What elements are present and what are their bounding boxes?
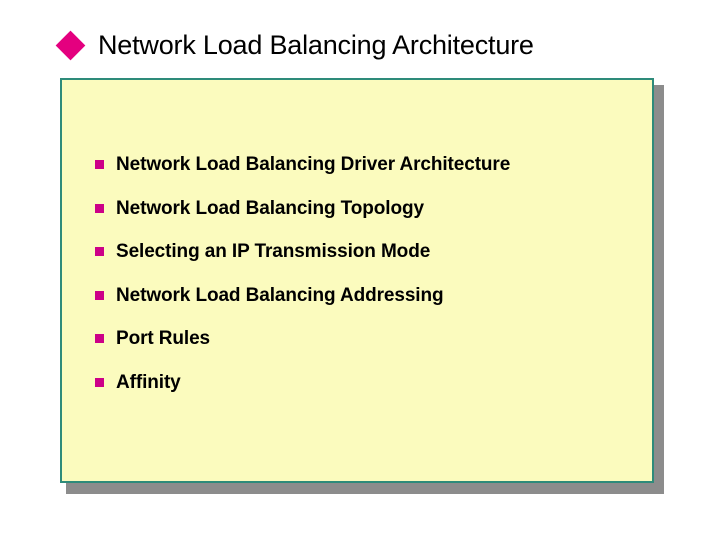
diamond-icon	[55, 30, 86, 60]
slide-title-row: Network Load Balancing Architecture	[55, 26, 534, 64]
page-title: Network Load Balancing Architecture	[98, 29, 534, 60]
list-item-label: Network Load Balancing Driver Architectu…	[116, 154, 511, 175]
list-item-label: Selecting an IP Transmission Mode	[116, 241, 431, 262]
list-item-label: Network Load Balancing Topology	[116, 197, 424, 219]
square-icon	[95, 334, 104, 343]
list-item[interactable]: Network Load Balancing Topology	[95, 198, 642, 242]
list-item[interactable]: Network Load Balancing Addressing	[95, 285, 642, 329]
square-icon	[95, 203, 104, 213]
square-icon	[95, 247, 104, 256]
bullet-list: Network Load Balancing Driver Architectu…	[95, 154, 642, 415]
square-icon	[95, 160, 104, 169]
list-item[interactable]: Selecting an IP Transmission Mode	[95, 241, 642, 285]
list-item[interactable]: Affinity	[95, 372, 642, 416]
square-icon	[95, 377, 104, 387]
square-icon	[95, 290, 104, 300]
list-item-label: Affinity	[116, 371, 181, 393]
content-box: Network Load Balancing Driver Architectu…	[60, 78, 654, 483]
list-item[interactable]: Network Load Balancing Driver Architectu…	[95, 154, 642, 198]
list-item-label: Network Load Balancing Addressing	[116, 284, 444, 306]
list-item[interactable]: Port Rules	[95, 328, 642, 372]
list-item-label: Port Rules	[116, 328, 211, 349]
